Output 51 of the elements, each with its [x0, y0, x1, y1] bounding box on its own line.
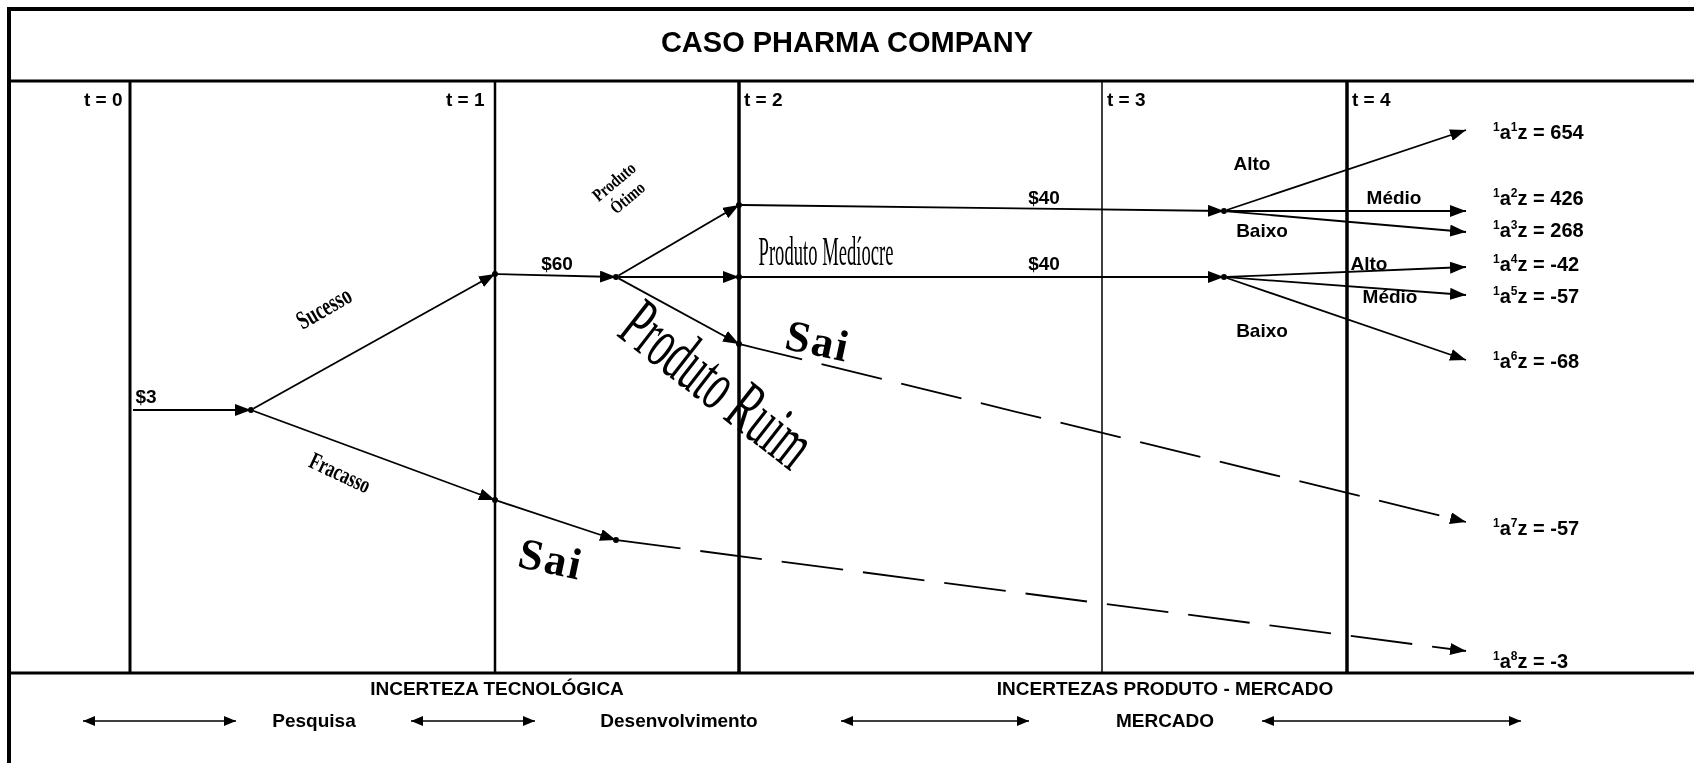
arrow	[1226, 205, 1467, 217]
edge-label: Sucesso	[291, 280, 357, 336]
phase-label: Desenvolvimento	[600, 710, 758, 732]
time-label: t = 0	[84, 89, 123, 111]
payoff-label: $^{1}$a$^{1}$z = 654	[1466, 118, 1666, 146]
payoff-label: $^{1}$a$^{5}$z = -57	[1466, 282, 1666, 310]
edge-label: $60	[541, 253, 573, 275]
branch-point	[613, 274, 619, 280]
branch-point	[1221, 208, 1227, 214]
edge-label: Sai	[781, 309, 855, 373]
arrow	[618, 539, 1467, 655]
branch-point	[736, 274, 742, 280]
arrow	[1225, 277, 1467, 361]
branch-point	[492, 271, 498, 277]
edge-label: Produto Medíocre	[758, 227, 894, 277]
edge-label: Alto	[1350, 253, 1388, 275]
payoff-label: $^{1}$a$^{6}$z = -68	[1466, 347, 1666, 375]
payoff-label: $^{1}$a$^{7}$z = -57	[1466, 514, 1666, 542]
edge-label: Médio	[1362, 286, 1418, 308]
branch-point	[613, 537, 619, 543]
section-heading: INCERTEZA TECNOLÓGICA	[370, 678, 624, 700]
time-label: t = 4	[1352, 89, 1391, 111]
edge-label: $40	[1028, 187, 1060, 209]
payoff-label: $^{1}$a$^{8}$z = -3	[1466, 647, 1666, 675]
time-label: t = 1	[446, 89, 485, 111]
edge-label: Baixo	[1236, 320, 1288, 342]
payoff-label: $^{1}$a$^{4}$z = -42	[1466, 250, 1666, 278]
time-label: t = 3	[1107, 89, 1146, 111]
phase-label: MERCADO	[1115, 710, 1215, 732]
edge-label: Fracasso	[304, 446, 376, 500]
payoff-label: $^{1}$a$^{3}$z = 268	[1466, 216, 1666, 244]
phase-label: Pesquisa	[272, 710, 356, 732]
time-label: t = 2	[744, 89, 783, 111]
edge-label: Alto	[1233, 153, 1271, 175]
branch-point	[1221, 274, 1227, 280]
branch-point	[248, 407, 254, 413]
edge-label: Sai	[514, 527, 588, 591]
payoff-label: $^{1}$a$^{2}$z = 426	[1466, 184, 1666, 212]
arrow	[1225, 129, 1467, 211]
edge-label: $3	[135, 386, 157, 408]
edge-label: Médio	[1366, 187, 1422, 209]
branch-point	[736, 341, 742, 347]
arrow	[1226, 276, 1467, 300]
title: CASO PHARMA COMPANY	[659, 26, 1035, 59]
arrow	[1226, 210, 1467, 237]
branch-point	[736, 202, 742, 208]
branch-point	[492, 497, 498, 503]
arrow	[741, 343, 1467, 524]
edge-label: $40	[1028, 253, 1060, 275]
section-heading: INCERTEZAS PRODUTO - MERCADO	[996, 678, 1334, 700]
edge-label: Baixo	[1236, 220, 1288, 242]
